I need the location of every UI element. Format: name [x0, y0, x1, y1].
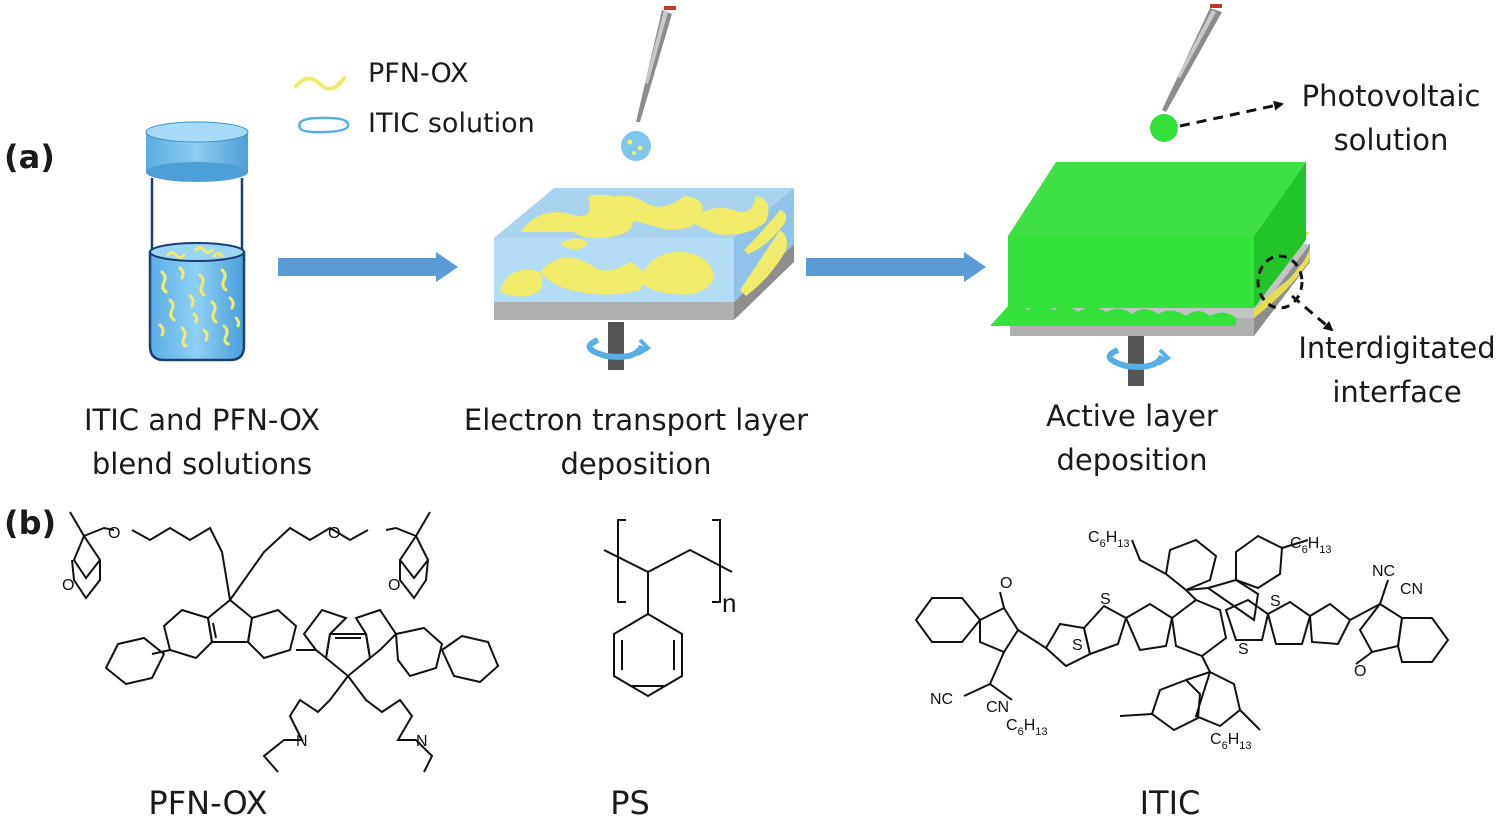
- callout-photovoltaic-line2: solution: [1333, 123, 1449, 157]
- structure-name-pfn-ox: PFN-OX: [148, 784, 268, 822]
- vial: [145, 121, 249, 362]
- caption-blend: ITIC and PFN-OX blend solutions: [60, 398, 344, 486]
- interface-callout-arrow: [1291, 294, 1334, 332]
- pfn-atom-n1: N: [296, 733, 308, 750]
- itic-atom-s1: S: [1072, 637, 1083, 654]
- caption-etl: Electron transport layer deposition: [450, 398, 822, 486]
- itic-atom-cn-top: CN: [1400, 581, 1423, 598]
- pfn-atom-o1: O: [108, 525, 120, 542]
- itic-atom-o1: O: [1000, 575, 1012, 592]
- pfn-atom-o3: O: [328, 525, 340, 542]
- hexyl-label-3: C6H13: [1006, 717, 1048, 738]
- legend-pfn-ox: PFN-OX: [368, 58, 469, 89]
- itic-legend-symbol: [298, 116, 350, 134]
- itic-atom-cn-bottom: CN: [986, 699, 1009, 716]
- pipette-2: [1150, 4, 1222, 142]
- itic-atom-s3: S: [1238, 641, 1249, 658]
- active-layer-stack: [990, 162, 1310, 386]
- interface-highlight-circle: [1256, 254, 1304, 310]
- etl-substrate: [494, 188, 794, 370]
- itic-structure: [914, 534, 1450, 732]
- callout-interface-line2: interface: [1332, 375, 1462, 409]
- callout-photovoltaic-line1: Photovoltaic: [1301, 79, 1481, 113]
- panel-b-label: (b): [4, 504, 57, 542]
- panel-a-label: (a): [4, 138, 55, 176]
- process-arrow-1: [278, 252, 458, 282]
- legend-itic-solution: ITIC solution: [368, 108, 535, 139]
- svg-text:C6H13: C6H13: [1088, 529, 1130, 550]
- hexyl-label-4: C6H13: [1210, 731, 1252, 752]
- structure-name-itic: ITIC: [1139, 784, 1201, 822]
- callout-interface-line1: Interdigitated: [1298, 331, 1496, 365]
- caption-etl-line1: Electron transport layer: [463, 403, 809, 437]
- photovoltaic-callout-arrow: [1179, 100, 1284, 128]
- spin-arrow-2: [1106, 347, 1172, 370]
- caption-active: Active layer deposition: [1020, 394, 1244, 482]
- itic-atom-nc-top: NC: [1372, 563, 1395, 580]
- caption-active-line2: deposition: [1056, 443, 1208, 477]
- hexyl-label-2: C6H13: [1290, 535, 1332, 556]
- pfn-ox-domains: [500, 194, 788, 297]
- ps-repeat-n: n: [722, 588, 736, 618]
- pipette-1: [621, 6, 676, 161]
- caption-active-line1: Active layer: [1046, 399, 1218, 433]
- pfn-atom-n2: N: [416, 733, 428, 750]
- pfn-ox-chains: [158, 246, 241, 348]
- itic-atom-s2: S: [1100, 591, 1111, 608]
- ps-structure: [603, 519, 733, 698]
- hexyl-label-1: C6H13: [1088, 529, 1130, 550]
- callout-photovoltaic: Photovoltaic solution: [1288, 74, 1494, 162]
- itic-atom-nc-bottom: NC: [930, 691, 953, 708]
- svg-text:C6H13: C6H13: [1210, 731, 1252, 752]
- caption-blend-line1: ITIC and PFN-OX: [83, 403, 321, 437]
- svg-text:C6H13: C6H13: [1290, 535, 1332, 556]
- caption-blend-line2: blend solutions: [91, 447, 313, 481]
- itic-atom-s4: S: [1270, 593, 1281, 610]
- process-arrow-2: [806, 252, 986, 282]
- pfn-atom-o4: O: [388, 577, 400, 594]
- caption-etl-line2: deposition: [560, 447, 712, 481]
- structure-name-ps: PS: [610, 784, 650, 822]
- callout-interface: Interdigitated interface: [1290, 326, 1504, 414]
- pfn-ox-structure: [69, 511, 500, 773]
- pfn-ox-legend-symbol: [294, 76, 346, 91]
- pfn-atom-o2: O: [62, 577, 74, 594]
- spin-arrow-1: [586, 337, 652, 360]
- itic-atom-o2: O: [1354, 663, 1366, 680]
- svg-text:C6H13: C6H13: [1006, 717, 1048, 738]
